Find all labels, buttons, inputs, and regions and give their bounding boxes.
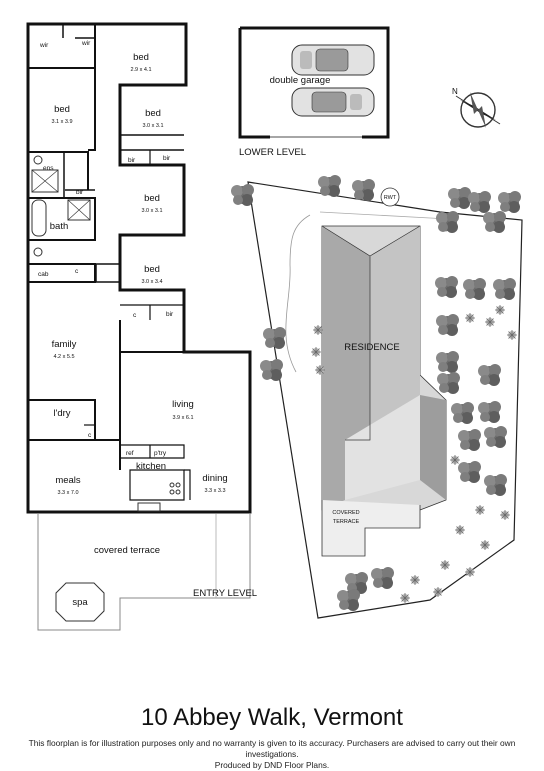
room-name-bed3: bed: [145, 108, 161, 119]
residence-roof: [321, 225, 447, 511]
disclaimer: This floorplan is for illustration purpo…: [10, 738, 534, 771]
room-name-dining: dining: [202, 473, 227, 484]
closet-bir-2: bir: [163, 155, 171, 162]
closet-c-3: c: [88, 432, 92, 439]
svg-text:N: N: [452, 87, 458, 96]
entry-level-walls: [26, 22, 252, 514]
room-name-kitchen: kitchen: [136, 461, 166, 472]
car-bottom: [291, 87, 375, 117]
car-top: [291, 44, 375, 76]
spa: [55, 582, 105, 622]
room-name-bed2: bed: [54, 104, 70, 115]
garage-label: double garage: [270, 75, 331, 86]
room-size-meals: 3.3 x 7.0: [57, 490, 78, 496]
disclaimer-line-1: This floorplan is for illustration purpo…: [28, 738, 516, 759]
site-covered-terrace-line2: TERRACE: [333, 519, 360, 525]
closet-bir-1: bir: [128, 157, 136, 164]
spa-label: spa: [72, 597, 88, 608]
room-size-bed1: 2.9 x 4.1: [130, 67, 151, 73]
residence-label: RESIDENCE: [344, 342, 399, 353]
closet-c-1: c: [75, 268, 79, 275]
room-name-meals: meals: [55, 475, 81, 486]
covered-terrace-label: covered terrace: [94, 545, 160, 556]
room-name-cab: cab: [38, 271, 49, 278]
room-size-bed4: 3.0 x 3.1: [141, 208, 162, 214]
room-name-family: family: [52, 339, 77, 350]
covered-terrace: [37, 514, 251, 631]
room-size-bed5: 3.0 x 3.4: [141, 279, 162, 285]
room-size-dining: 3.3 x 3.3: [204, 488, 225, 494]
lower-level-label: LOWER LEVEL: [239, 147, 306, 158]
room-name-ldry: l'dry: [53, 408, 70, 419]
room-name-living: living: [172, 399, 194, 410]
site-plan: [231, 175, 523, 619]
closet-wir-2: wir: [81, 40, 91, 47]
disclaimer-line-2: Produced by DND Floor Plans.: [214, 760, 330, 770]
room-name-ptry: p'try: [154, 450, 167, 457]
site-covered-terrace-line1: COVERED: [332, 510, 359, 516]
bath-fixtures: [31, 155, 181, 512]
room-size-bed2: 3.1 x 3.9: [51, 119, 72, 125]
compass-icon: N: [452, 87, 501, 128]
rwt-label: RWT: [384, 195, 397, 201]
room-name-bath: bath: [50, 221, 69, 232]
closet-c-2: c: [133, 312, 137, 319]
room-size-living: 3.9 x 6.1: [172, 415, 193, 421]
room-name-bed5: bed: [144, 264, 160, 275]
closet-wir-1: wir: [39, 42, 49, 49]
room-size-family: 4.2 x 5.5: [53, 354, 74, 360]
property-title: 10 Abbey Walk, Vermont: [141, 704, 403, 731]
room-size-bed3: 3.0 x 3.1: [142, 123, 163, 129]
room-name-ens: ens: [43, 165, 54, 172]
closet-bir-3: bir: [76, 189, 84, 196]
closet-bir-4: bir: [166, 311, 174, 318]
entry-level-label: ENTRY LEVEL: [193, 588, 257, 599]
garage: [238, 26, 390, 139]
room-name-ref: ref: [126, 450, 134, 457]
room-name-bed1: bed: [133, 52, 149, 63]
room-name-bed4: bed: [144, 193, 160, 204]
floor-plan: double garage LOWER LEVEL N: [26, 22, 523, 631]
